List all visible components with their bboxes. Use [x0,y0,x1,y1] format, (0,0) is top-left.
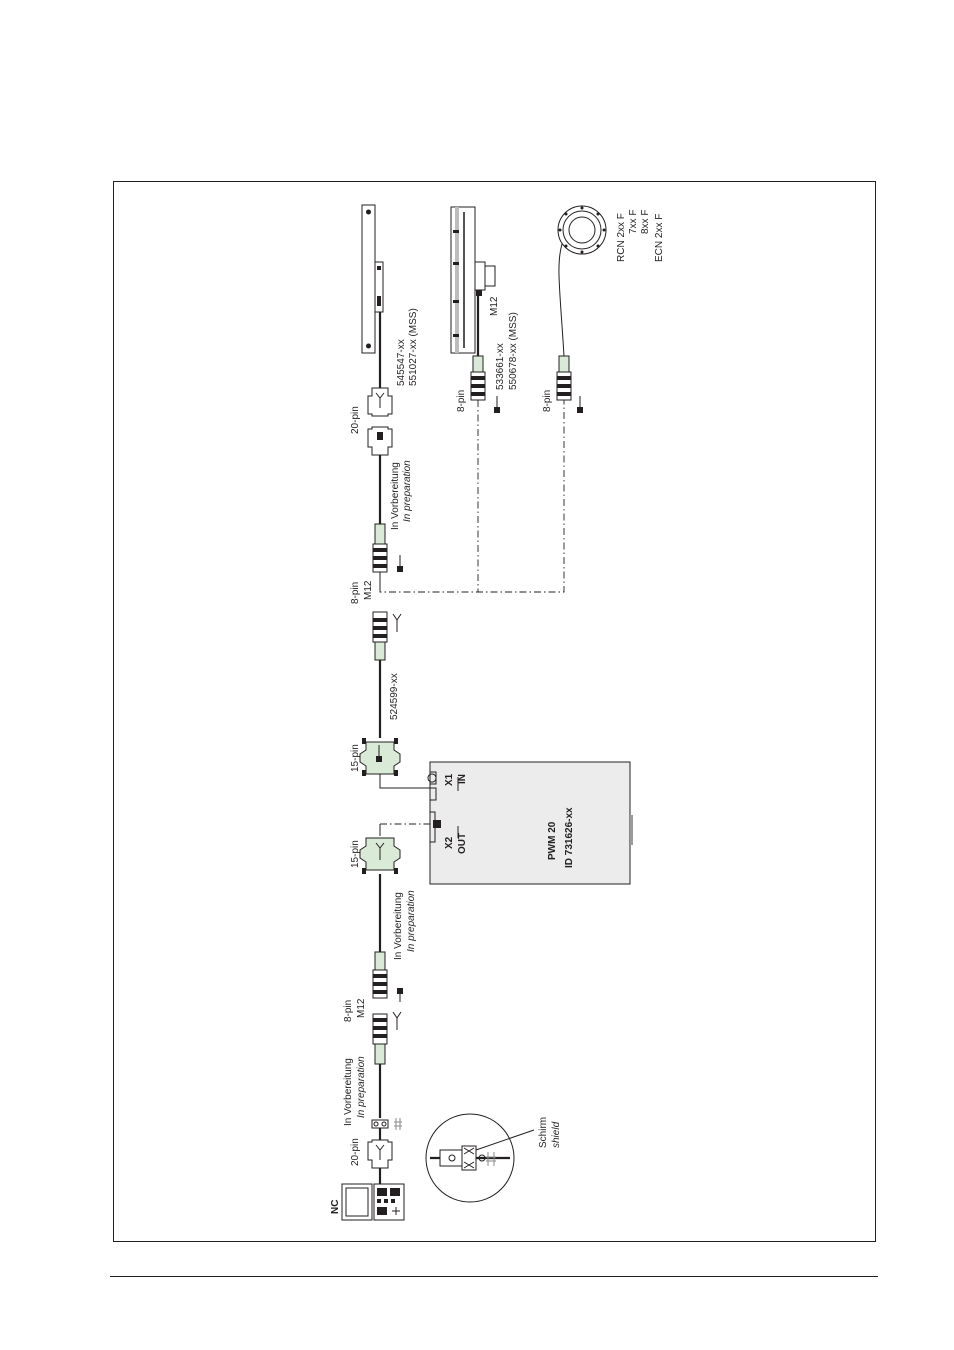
label-m12-top: M12 [363,580,374,600]
linear-encoder-2 [450,206,500,413]
label-cable-524599: 524599-xx [389,673,400,720]
label-551027: 551027-xx (MSS) [408,308,419,386]
label-8pin-linear2: 8-pin [456,390,467,412]
m12-plug-top [372,523,403,590]
label-m12-linear2: M12 [489,296,500,316]
m12-coupling-top [372,611,402,661]
label-7xx: 7xx F [628,210,639,234]
port-x2-label: OUT [457,833,468,854]
m12-coupling-bottom [372,1011,402,1065]
label-ecn2xx: ECN 2xx F [654,214,665,262]
label-8xx: 8xx F [640,210,651,234]
label-8pin-rotary: 8-pin [542,390,553,412]
pwm20-module [427,761,633,885]
connector-15pin-bottom [359,837,401,874]
label-545547: 545547-xx [396,339,407,386]
diagram-frame [113,181,876,1242]
label-533661: 533661-xx [495,343,506,390]
port-x2-num: X2 [444,836,455,849]
connector-20pin-top [367,370,393,456]
label-15pin-top: 15-pin [350,744,361,772]
label-shield: shield [551,1121,562,1148]
label-prep-en-bottom: In preparation [406,890,417,952]
linear-encoder-1 [361,204,384,370]
label-rcn2xx: RCN 2xx F [616,213,627,262]
label-20pin-top: 20-pin [350,406,361,434]
label-prep2-en-bottom: In preparation [356,1056,367,1118]
dashed-path-encoders [379,400,565,593]
label-nc: NC [330,1200,341,1214]
connector-20pin-bottom [367,1128,393,1180]
label-schirm: Schirm [538,1117,549,1148]
label-prep-de-bottom: In Vorbereitung [393,892,404,960]
label-15pin-bottom: 15-pin [350,840,361,868]
label-8pin-top: 8-pin [350,582,361,604]
label-prep2-de-bottom: In Vorbereitung [343,1058,354,1126]
port-x1-num: X1 [444,773,455,786]
port-x1-label: IN [457,774,468,784]
nc-control [341,1180,405,1221]
label-m12-bottom: M12 [356,998,367,1018]
footer-rule [110,1276,878,1277]
label-prep-de-top: In Vorbereitung [390,462,401,530]
label-20pin-bottom: 20-pin [350,1138,361,1166]
label-550678: 550678-xx (MSS) [508,312,519,390]
m12-plug-bottom [372,951,403,1002]
shield-detail [425,1113,535,1203]
rotary-encoder [556,205,607,413]
pwm20-id: ID 731626-xx [564,807,575,868]
connector-15pin-top [359,738,401,776]
label-prep-en-top: In preparation [402,460,413,522]
x2-port-icon [433,820,441,828]
pwm20-name: PWM 20 [547,821,558,860]
label-8pin-bottom: 8-pin [343,1000,354,1022]
